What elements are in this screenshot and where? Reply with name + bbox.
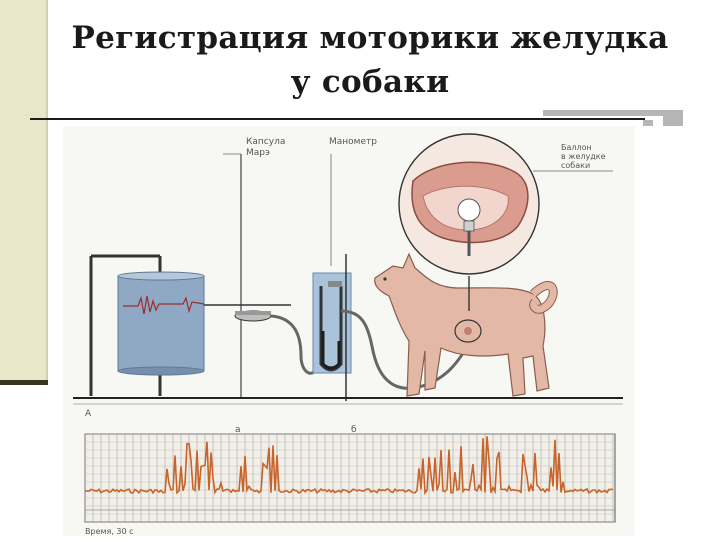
recording-strip: [84, 433, 616, 523]
label-time: Время, 30 с: [85, 527, 134, 536]
deco-block-3: [643, 120, 653, 126]
label-balloon-1: Баллон: [561, 143, 592, 152]
deco-block-2: [663, 116, 683, 126]
deco-block-1: [543, 110, 683, 116]
marey-capsule-icon: [234, 310, 272, 322]
label-mark-a: а: [235, 425, 241, 435]
label-capsule-2: Марэ: [246, 148, 270, 158]
tube-dog: [340, 309, 473, 390]
label-panel: А: [85, 409, 92, 419]
manometer-icon: [312, 154, 352, 401]
label-manometer: Манометр: [329, 137, 377, 147]
experiment-illustration: Капсула Марэ Манометр Баллон в желудке с…: [73, 133, 623, 536]
title-rule: [30, 118, 645, 120]
label-balloon-3: собаки: [561, 161, 590, 170]
left-accent-edge: [0, 380, 48, 385]
balloon-icon: [457, 198, 481, 232]
kymograph-drum-icon: [117, 271, 205, 376]
label-mark-b: б: [351, 425, 357, 435]
experiment-figure: Капсула Марэ Манометр Баллон в желудке с…: [63, 126, 635, 536]
motility-trace: [85, 436, 614, 496]
label-balloon-2: в желудке: [561, 152, 606, 161]
left-accent-line: [46, 0, 48, 385]
slide-title: Регистрация моторики желудка у собаки: [71, 20, 669, 100]
label-capsule-1: Капсула: [246, 137, 285, 147]
left-accent-bar: [0, 0, 47, 383]
dog-icon: [374, 252, 558, 397]
